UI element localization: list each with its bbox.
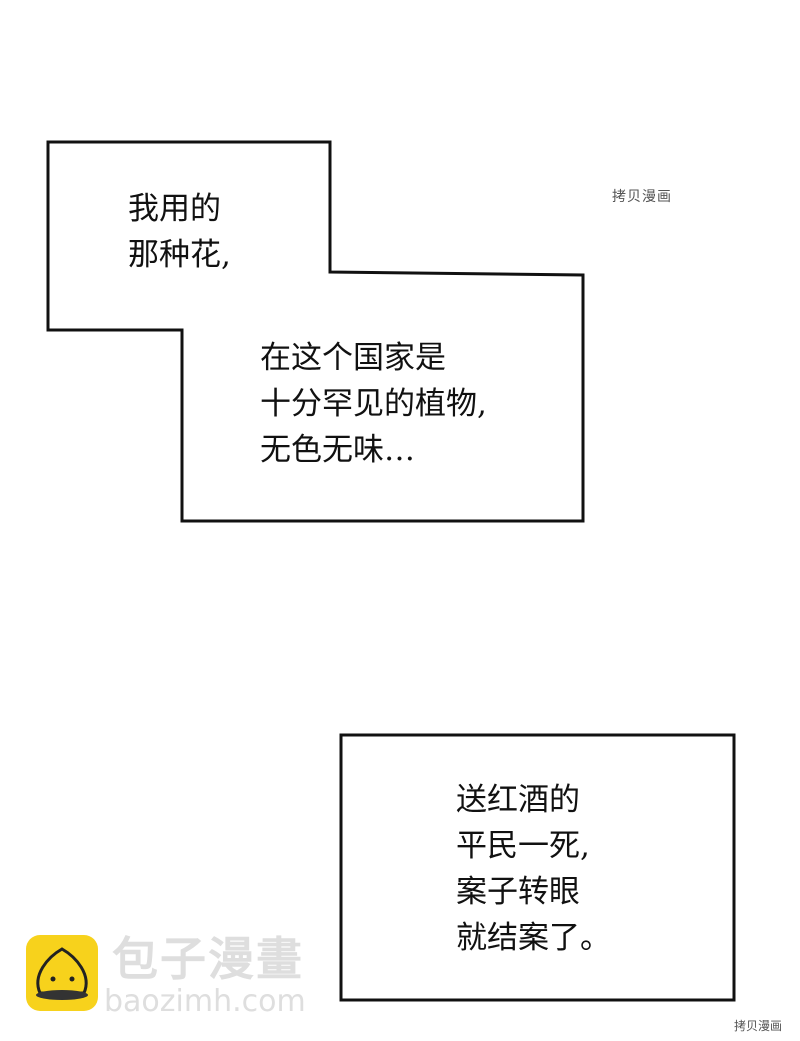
narration-text-3: 送红酒的平民一死, 案子转眼就结案了。 [456, 777, 611, 961]
narration-line: 十分罕见的植物, [260, 386, 487, 422]
narration-line: 案子转眼 [456, 874, 580, 910]
narration-line: 送红酒的 [456, 782, 580, 818]
narration-line: 平民一死, [456, 828, 590, 864]
narration-line: 在这个国家是 [260, 340, 446, 376]
speech-box-1 [46, 140, 585, 523]
narration-text-2: 在这个国家是十分罕见的植物, 无色无味… [260, 335, 487, 473]
brand-name: 包子漫畫 [112, 932, 304, 986]
narration-line: 我用的 [128, 191, 221, 227]
narration-line: 无色无味… [260, 432, 415, 468]
narration-line: 那种花, [128, 237, 231, 273]
watermark-top: 拷贝漫画 [612, 189, 672, 205]
bun-logo-icon [26, 935, 98, 1011]
speech-box-2 [339, 733, 736, 1002]
watermark-bottom-right: 拷贝漫画 [734, 1019, 783, 1033]
narration-text-1: 我用的那种花, [128, 186, 231, 278]
brand-url: baozimh.com [104, 984, 306, 1019]
narration-line: 就结案了。 [456, 920, 611, 956]
